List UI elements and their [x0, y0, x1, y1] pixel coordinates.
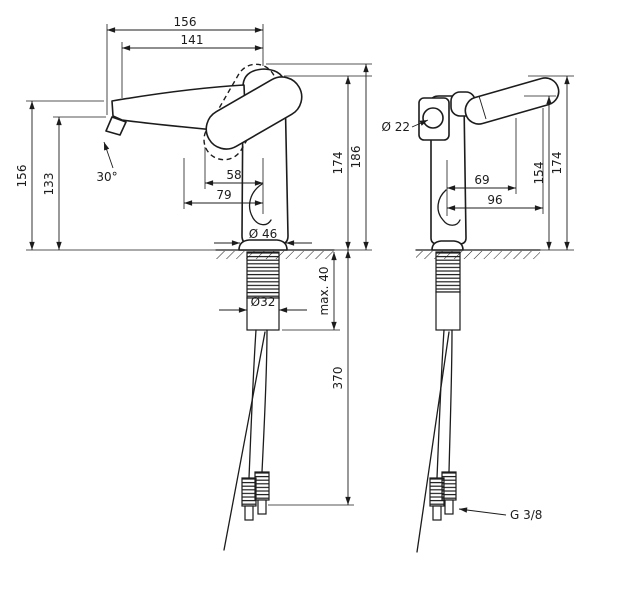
- hose-connector-1-side: [429, 477, 445, 521]
- base-flange-front: [238, 239, 288, 251]
- connector-tip: [432, 505, 442, 521]
- spout-outlet-circle: [422, 107, 444, 129]
- supply-hose-splayed-side: [416, 331, 450, 553]
- dim-label-141: 141: [181, 33, 204, 47]
- dim-label-30deg: 30°: [96, 170, 117, 184]
- dim-label-79: 79: [216, 188, 231, 202]
- dim-label-156-left: 156: [15, 165, 29, 188]
- dim-label-96: 96: [487, 193, 502, 207]
- side-view: Ø 22 69 96 154 174 G 3/8: [381, 75, 574, 553]
- supply-hose-2-front: [261, 329, 268, 473]
- dim-label-156-top: 156: [174, 15, 197, 29]
- shank-tube-side: [435, 291, 461, 331]
- angle-leader: [103, 141, 114, 169]
- thread-leader: [458, 507, 507, 516]
- supply-hose-1-front: [248, 329, 257, 479]
- handle-raised-dashed: [203, 63, 277, 161]
- handle-rest-solid: [205, 76, 303, 150]
- handle-lever-side: [464, 77, 560, 125]
- dim-label-g38: G 3/8: [510, 508, 542, 522]
- connector-tip: [444, 499, 454, 515]
- dim-label-370: 370: [331, 367, 345, 390]
- supply-hose-1-side: [436, 329, 445, 479]
- dimension-lines-front: [29, 27, 369, 505]
- dim-label-186: 186: [349, 146, 363, 169]
- connector-ribs: [241, 477, 257, 507]
- aerator-front: [105, 116, 127, 136]
- hose-connector-1-front: [241, 477, 257, 521]
- drain-hook-side: [437, 189, 461, 226]
- dim-label-max40: max. 40: [317, 266, 331, 315]
- dim-label-dia32: Ø32: [251, 295, 276, 309]
- shank-tube-front: [246, 297, 280, 331]
- dim-label-174-front: 174: [331, 152, 345, 175]
- hose-connector-2-front: [254, 471, 270, 515]
- supply-hose-2-side: [448, 329, 453, 473]
- dimension-lines-side: [411, 76, 570, 516]
- dim-label-174-side: 174: [550, 152, 564, 175]
- front-view: 156 141 156 133 30° 58 79 Ø 46 174 186 Ø…: [15, 15, 372, 551]
- handle-joint-line: [478, 95, 487, 120]
- connector-tip: [257, 499, 267, 515]
- drain-hook-front: [248, 183, 272, 226]
- dim-label-154: 154: [532, 162, 546, 185]
- base-flange-side: [431, 240, 464, 251]
- dim-label-69: 69: [474, 173, 489, 187]
- supply-hose-splayed-front: [223, 331, 266, 551]
- deck-hatch-side: [416, 251, 540, 259]
- dia22-leader: [411, 119, 429, 128]
- connector-ribs: [254, 471, 270, 501]
- threaded-shank-side: [435, 251, 461, 293]
- threaded-shank-front: [246, 251, 280, 299]
- dim-label-dia22: Ø 22: [381, 120, 410, 134]
- hose-connector-2-side: [441, 471, 457, 515]
- connector-ribs: [441, 471, 457, 501]
- dim-label-58: 58: [226, 168, 241, 182]
- dim-label-dia46: Ø 46: [249, 227, 278, 241]
- dim-label-133: 133: [42, 173, 56, 196]
- connector-tip: [244, 505, 254, 521]
